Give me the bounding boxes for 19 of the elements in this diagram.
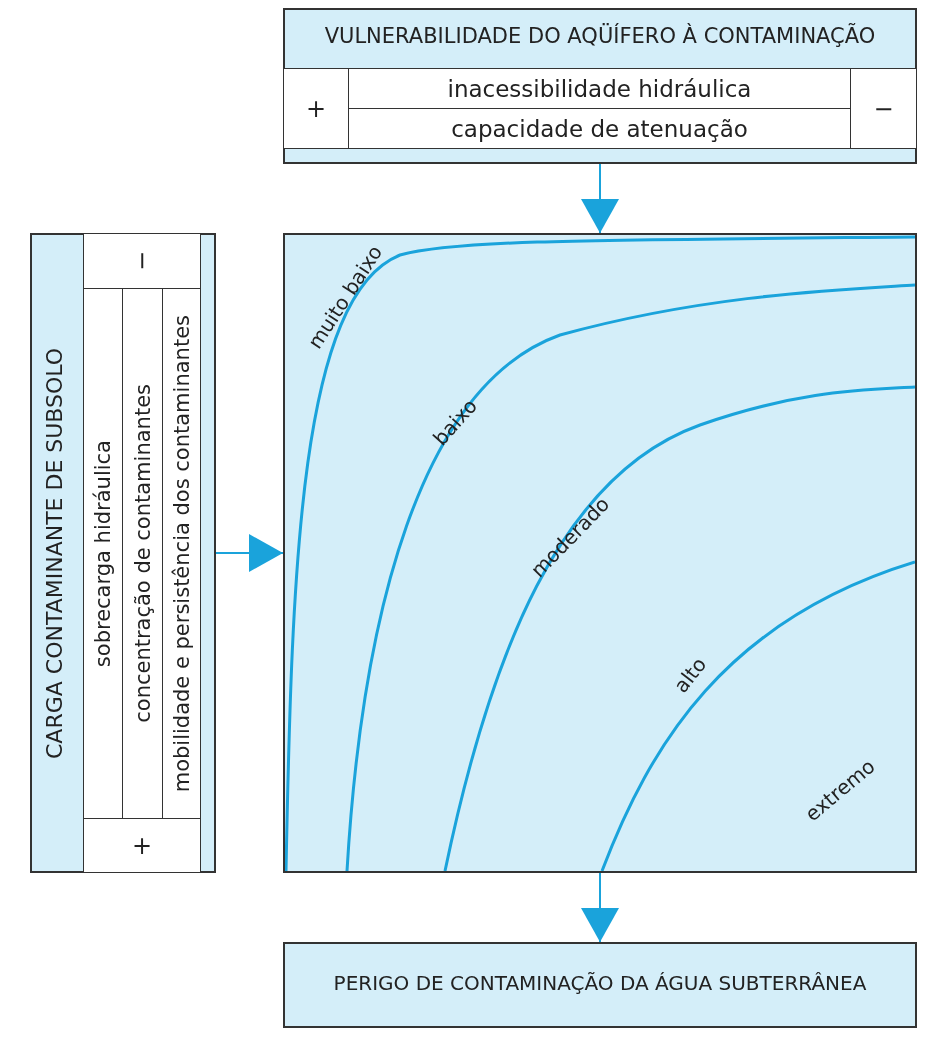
table-cell: − bbox=[850, 68, 917, 149]
table-cell: sobrecarga hidráulica bbox=[83, 288, 123, 819]
table-header-panel bbox=[283, 8, 917, 164]
arrow bbox=[583, 163, 617, 234]
table-cell: capacidade de atenuação bbox=[348, 108, 851, 149]
table-cell: − bbox=[83, 233, 201, 289]
curve-label: alto bbox=[668, 652, 712, 698]
arrow bbox=[583, 872, 617, 943]
result-box bbox=[283, 942, 917, 1028]
panel-title: VULNERABILIDADE DO AQÜÍFERO À CONTAMINAÇÃO bbox=[323, 24, 877, 48]
result-text: PERIGO DE CONTAMINAÇÃO DA ÁGUA SUBTERRÂNEA bbox=[332, 971, 868, 995]
table-cell: + bbox=[83, 818, 201, 873]
panel-title: CARGA CONTAMINANTE DE SUBSOLO bbox=[42, 346, 67, 761]
table-side-panel bbox=[30, 233, 216, 873]
table-cell: concentração de contaminantes bbox=[122, 288, 163, 819]
table-cell: inacessibilidade hidráulica bbox=[348, 68, 851, 109]
arrow bbox=[215, 536, 284, 570]
table-cell: mobilidade e persistência dos contaminantes bbox=[162, 288, 201, 819]
table-cell: + bbox=[283, 68, 349, 149]
